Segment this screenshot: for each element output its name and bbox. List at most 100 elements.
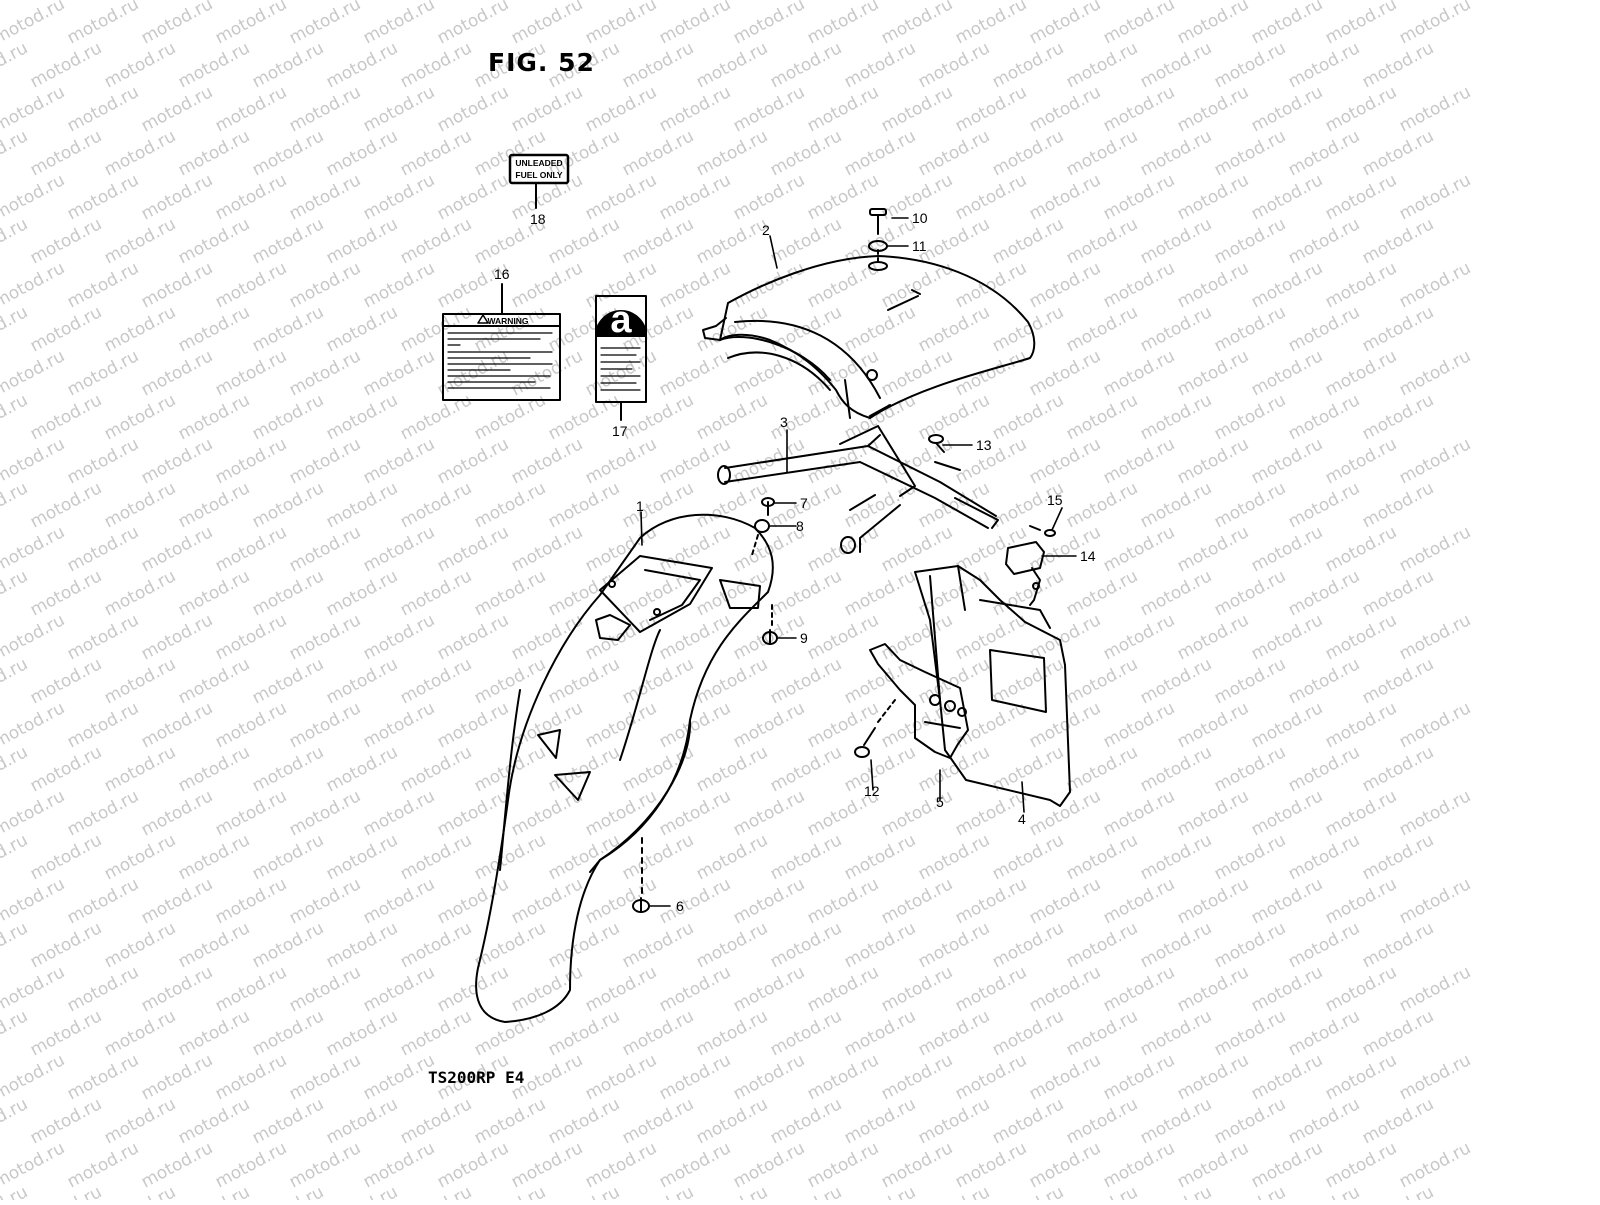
watermark-text: motod.ru — [1285, 654, 1363, 708]
watermark-text: motod.ru — [619, 214, 697, 268]
watermark-text: motod.ru — [434, 434, 512, 488]
watermark-text: motod.ru — [619, 38, 697, 92]
watermark-text: motod.ru — [915, 126, 993, 180]
watermark-text: motod.ru — [323, 478, 401, 532]
watermark-text: motod.ru — [804, 962, 882, 1016]
callout-13: 13 — [976, 437, 992, 453]
watermark-text: motod.ru — [64, 0, 142, 48]
watermark-text: motod.ru — [915, 918, 993, 972]
watermark-text: motod.ru — [0, 126, 31, 180]
watermark-text: motod.ru — [27, 38, 105, 92]
watermark-text: motod.ru — [212, 962, 290, 1016]
watermark-text: motod.ru — [989, 830, 1067, 884]
watermark-text: motod.ru — [1359, 1182, 1437, 1200]
watermark-text: motod.ru — [138, 698, 216, 752]
watermark-text: motod.ru — [1396, 1138, 1474, 1192]
watermark-text: motod.ru — [64, 434, 142, 488]
watermark-text: motod.ru — [175, 742, 253, 796]
watermark-text: motod.ru — [508, 786, 586, 840]
watermark-text: motod.ru — [1211, 214, 1289, 268]
watermark-text: motod.ru — [989, 1182, 1067, 1200]
watermark-text: motod.ru — [1174, 610, 1252, 664]
callout-9: 9 — [800, 630, 808, 646]
watermark-text: motod.ru — [1100, 698, 1178, 752]
watermark-text: motod.ru — [1174, 1138, 1252, 1192]
watermark-text: motod.ru — [249, 214, 327, 268]
watermark-text: motod.ru — [1322, 874, 1400, 928]
watermark-text: motod.ru — [360, 962, 438, 1016]
watermark-text: motod.ru — [1322, 258, 1400, 312]
watermark-text: motod.ru — [1100, 434, 1178, 488]
watermark-text: motod.ru — [656, 610, 734, 664]
watermark-text: motod.ru — [545, 1094, 623, 1148]
watermark-text: motod.ru — [138, 874, 216, 928]
warning-title-text: WARNING — [487, 316, 528, 326]
watermark-text: motod.ru — [471, 302, 549, 356]
watermark-text: motod.ru — [1322, 522, 1400, 576]
watermark-text: motod.ru — [64, 1050, 142, 1104]
watermark-text: motod.ru — [508, 346, 586, 400]
watermark-text: motod.ru — [212, 786, 290, 840]
watermark-text: motod.ru — [1137, 214, 1215, 268]
watermark-text: motod.ru — [656, 82, 734, 136]
watermark-text: motod.ru — [323, 566, 401, 620]
watermark-text: motod.ru — [582, 82, 660, 136]
watermark-text: motod.ru — [1063, 918, 1141, 972]
watermark-text: motod.ru — [397, 38, 475, 92]
watermark-text: motod.ru — [1026, 170, 1104, 224]
watermark-text: motod.ru — [27, 742, 105, 796]
watermark-text: motod.ru — [249, 918, 327, 972]
watermark-text: motod.ru — [286, 1138, 364, 1192]
watermark-text: motod.ru — [101, 566, 179, 620]
watermark-text: motod.ru — [323, 1094, 401, 1148]
watermark-text: motod.ru — [212, 698, 290, 752]
callout-16: 16 — [494, 266, 510, 282]
watermark-text: motod.ru — [1137, 1006, 1215, 1060]
watermark-text: motod.ru — [1137, 566, 1215, 620]
watermark-text: motod.ru — [582, 786, 660, 840]
watermark-text: motod.ru — [1285, 566, 1363, 620]
watermark-text: motod.ru — [397, 742, 475, 796]
watermark-text: motod.ru — [545, 1182, 623, 1200]
watermark-text: motod.ru — [989, 38, 1067, 92]
watermark-text: motod.ru — [286, 786, 364, 840]
watermark-text: motod.ru — [1100, 786, 1178, 840]
watermark-text: motod.ru — [138, 1050, 216, 1104]
watermark-text: motod.ru — [1322, 698, 1400, 752]
watermark-text: motod.ru — [138, 962, 216, 1016]
watermark-text: motod.ru — [471, 566, 549, 620]
watermark-text: motod.ru — [1285, 918, 1363, 972]
watermark-text: motod.ru — [1026, 0, 1104, 48]
watermark-text: motod.ru — [27, 126, 105, 180]
watermark-text: motod.ru — [0, 918, 31, 972]
watermark-text: motod.ru — [434, 170, 512, 224]
license-plate-bracket — [914, 565, 1071, 807]
watermark-text: motod.ru — [1248, 258, 1326, 312]
watermark-text: motod.ru — [1174, 346, 1252, 400]
watermark-text: motod.ru — [1063, 1094, 1141, 1148]
watermark-text: motod.ru — [545, 654, 623, 708]
watermark-text: motod.ru — [1396, 170, 1474, 224]
watermark-text: motod.ru — [989, 918, 1067, 972]
watermark-text: motod.ru — [508, 82, 586, 136]
watermark-text: motod.ru — [1322, 1050, 1400, 1104]
watermark-text: motod.ru — [656, 1050, 734, 1104]
watermark-text: motod.ru — [212, 874, 290, 928]
watermark-text: motod.ru — [471, 1006, 549, 1060]
watermark-text: motod.ru — [1137, 918, 1215, 972]
watermark-text: motod.ru — [212, 610, 290, 664]
callout-6: 6 — [676, 898, 684, 914]
watermark-text: motod.ru — [397, 302, 475, 356]
watermark-text: motod.ru — [656, 786, 734, 840]
tail-light-bracket — [869, 643, 969, 759]
watermark-text: motod.ru — [249, 830, 327, 884]
watermark-text: motod.ru — [101, 1094, 179, 1148]
watermark-text: motod.ru — [878, 610, 956, 664]
watermark-text: motod.ru — [471, 1182, 549, 1200]
watermark-text: motod.ru — [471, 1094, 549, 1148]
watermark-text: motod.ru — [1026, 1138, 1104, 1192]
watermark-text: motod.ru — [767, 742, 845, 796]
watermark-text: motod.ru — [1211, 830, 1289, 884]
watermark-text: motod.ru — [1137, 654, 1215, 708]
